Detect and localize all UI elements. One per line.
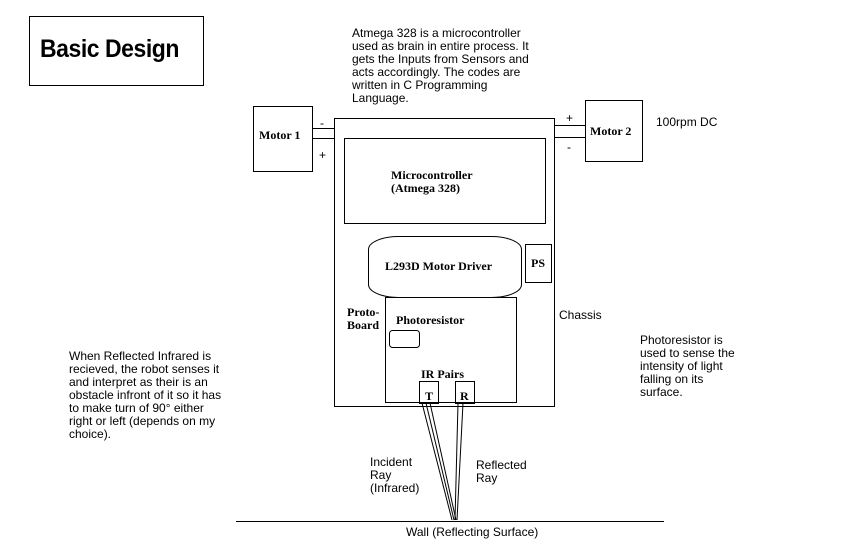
microcontroller-note: Atmega 328 is a microcontroller used as … [352,26,529,105]
motor2-plus-label: + [566,111,574,125]
reflected-ray-label: Reflected Ray [476,458,527,485]
ir-transmitter-box [419,381,439,404]
incident-ray-3 [429,402,457,521]
photoresistor-note: Photoresistor is used to sense the inten… [640,333,735,399]
title-box: Basic Design [29,16,204,86]
reflected-ray-1 [454,402,459,521]
incident-ray-2 [425,402,455,521]
ir-pairs-label: IR Pairs [421,367,464,381]
incident-ray-label: Incident Ray (Infrared) [370,455,420,495]
power-supply-box [525,244,552,283]
reflection-note: When Reflected Infrared is recieved, the… [69,349,222,441]
chassis-label: Chassis [559,308,602,322]
photoresistor-element [389,330,420,348]
reflected-ray-2 [456,402,464,521]
motor2-spec-label: 100rpm DC [656,115,718,129]
ir-receiver-label: R [460,389,469,403]
motor1-plus-label: + [319,148,327,162]
diagram-title: Basic Design [40,35,179,63]
motor2-minus-label: - [567,140,571,154]
motor-driver-label: L293D Motor Driver [385,259,493,273]
motor2-label: Motor 2 [590,124,632,138]
incident-ray-1 [421,402,453,521]
proto-board-label: Proto- Board [347,305,380,332]
power-supply-label: PS [531,256,546,270]
ir-receiver-box [455,381,475,404]
wall-label: Wall (Reflecting Surface) [406,525,539,539]
photoresistor-label: Photoresistor [396,313,465,327]
chassis-box [334,118,555,407]
microcontroller-box [344,138,546,224]
motor1-label: Motor 1 [259,128,301,142]
breadboard-box [385,297,517,403]
microcontroller-label: Microcontroller (Atmega 328) [391,168,473,195]
ir-transmitter-label: T [425,389,434,403]
motor1-minus-label: - [320,116,324,130]
motor2-box [585,100,643,162]
